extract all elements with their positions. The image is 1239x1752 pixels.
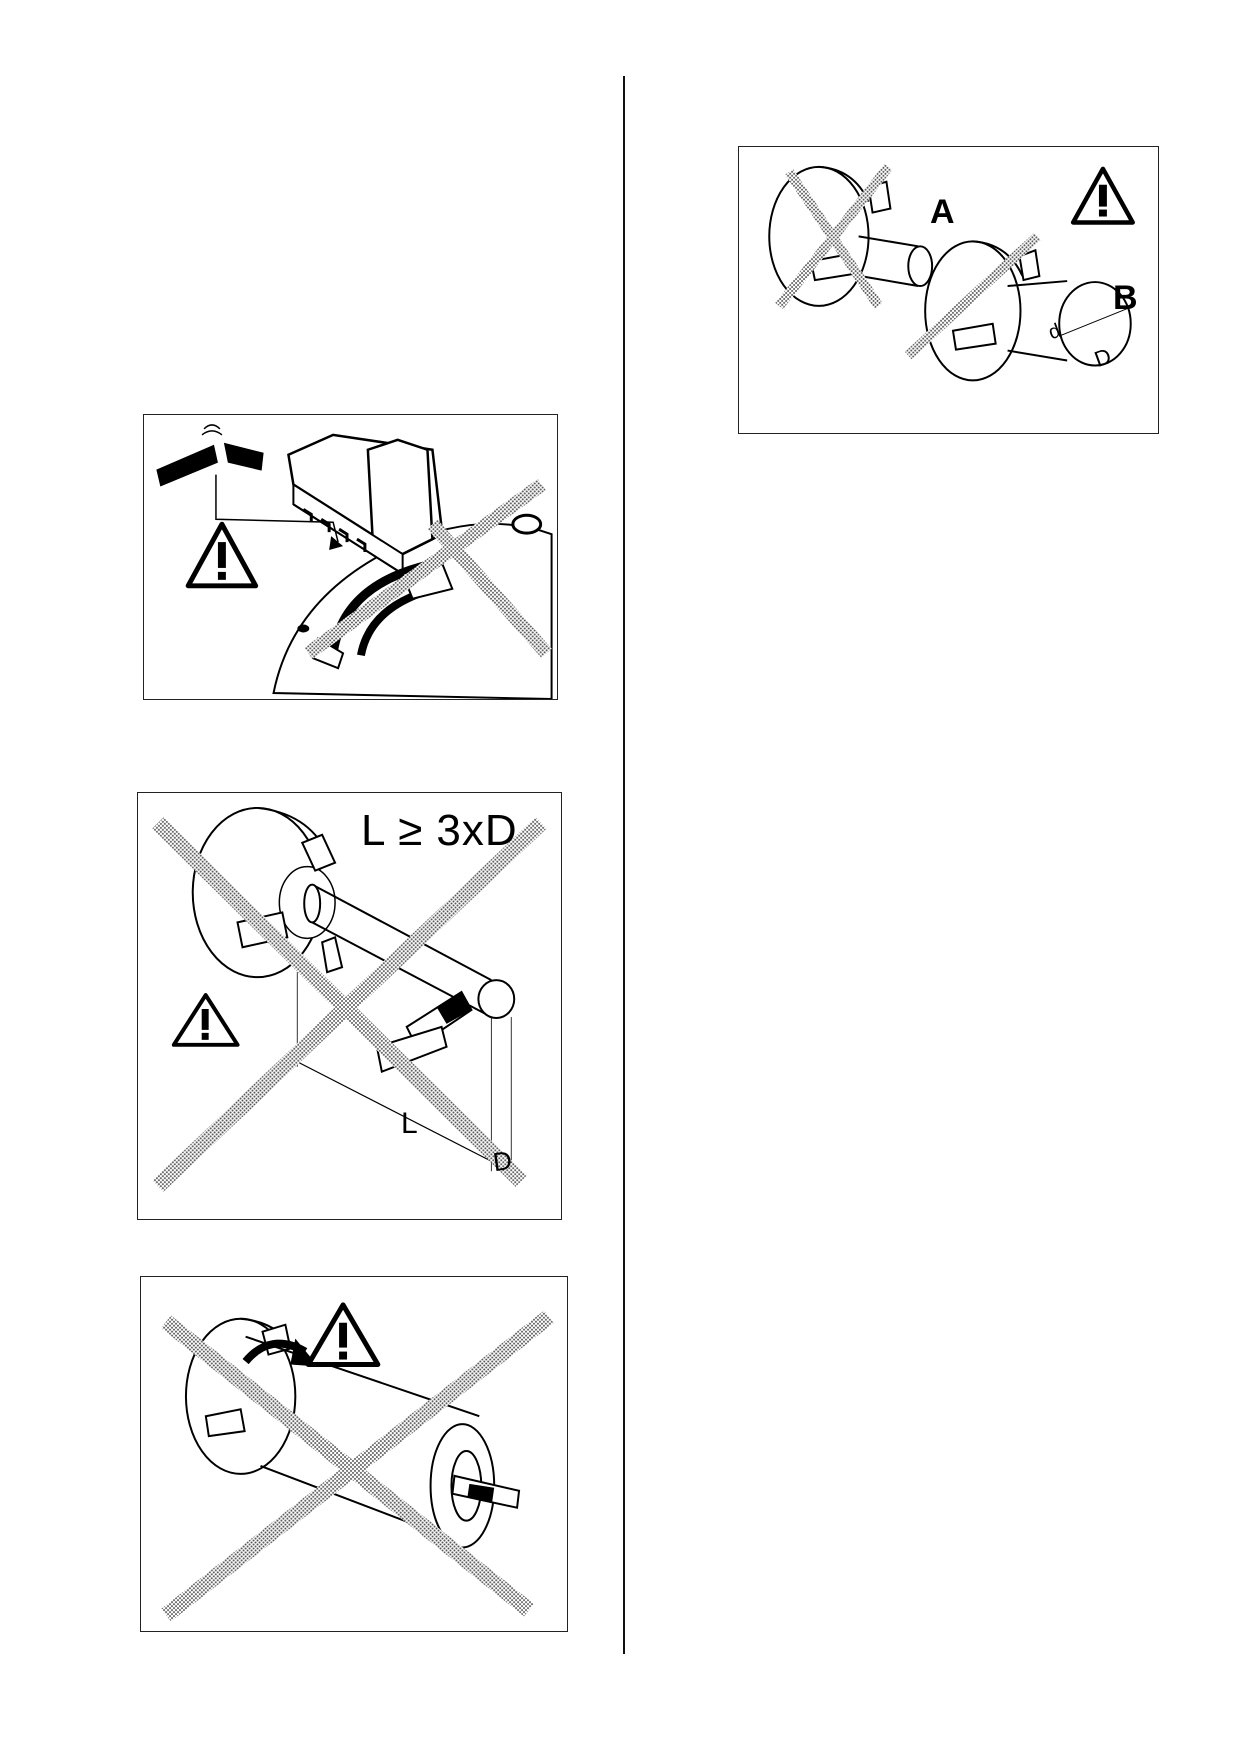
chuck-a (768, 163, 934, 309)
warning-triangle-icon (171, 993, 240, 1047)
chuck-b (904, 232, 1132, 382)
cross-out-icon (161, 1310, 554, 1622)
clamping-illustration (768, 163, 1135, 382)
column-divider (623, 76, 625, 1654)
figure-clamping-comparison: A B d D (738, 146, 1159, 434)
figure-chuck-jaw-warning (143, 414, 558, 700)
warning-triangle-icon (185, 521, 259, 589)
cross-out-icon (304, 478, 552, 659)
figure-large-workpiece-boring (140, 1276, 568, 1632)
dimension-diameter-label: D (491, 1144, 514, 1178)
overhang-formula: L ≥ 3xD (361, 806, 518, 855)
chuck-bolt-hole (511, 513, 543, 535)
warning-triangle-icon (305, 1302, 381, 1367)
overhang-illustration (152, 806, 547, 1192)
boring-bar (451, 1474, 521, 1509)
workpiece-bar (303, 883, 516, 1019)
warning-triangle-icon (1070, 166, 1135, 225)
boring-illustration (161, 1302, 554, 1622)
label-b: B (1113, 279, 1138, 317)
hammer-hands-icon (156, 424, 264, 487)
cross-out-icon (152, 817, 547, 1192)
chuck-jaw-illustration (156, 424, 553, 699)
figure-overhang-rule: L ≥ 3xD L D (137, 792, 562, 1220)
dimension-length-label: L (401, 1107, 418, 1140)
label-a: A (930, 193, 955, 231)
